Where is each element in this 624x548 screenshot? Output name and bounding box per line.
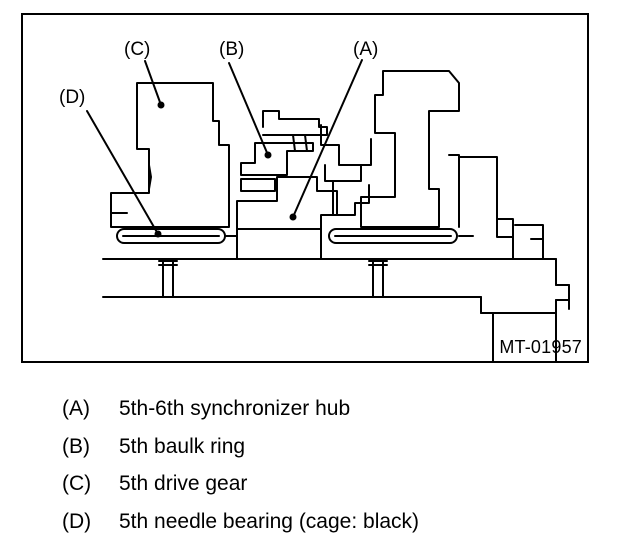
legend-item-c: (C) 5th drive gear [62,465,602,503]
legend-key: (A) [62,397,90,420]
callout-a-label: (A) [353,39,378,60]
legend-description: 5th needle bearing (cage: black) [119,509,420,533]
left-needle-bearing [116,228,238,244]
mainshaft [102,258,570,361]
legend-key: (B) [62,434,90,458]
legend-key: (D) [62,509,92,533]
leader-lines [86,59,363,235]
legend-key: (C) [62,472,92,495]
synchronizer-hub [236,176,338,260]
transmission-cross-section-drawing: (A) (B) (C) (D) [59,39,570,361]
callout-dots [154,101,297,238]
callout-b-label: (B) [219,39,244,60]
baulk-ring [240,110,328,192]
legend-item-b: (B) 5th baulk ring [62,428,602,466]
figure-code: MT-01957 [499,337,582,357]
callout-d-label: (D) [59,87,85,108]
legend-description: 5th baulk ring [119,434,246,458]
legend-description: 5th-6th synchronizer hub [119,397,351,420]
right-needle-bearing [328,228,474,244]
oil-holes [158,258,388,298]
callout-c-label: (C) [124,39,150,60]
legend-item-a: (A) 5th-6th synchronizer hub [62,390,602,428]
legend-item-d: (D) 5th needle bearing (cage: black) [62,503,602,541]
parts-legend: (A) 5th-6th synchronizer hub (B) 5th bau… [62,390,602,540]
right-gear [360,70,544,260]
legend-description: 5th drive gear [119,472,248,495]
fifth-drive-gear [110,82,230,228]
figure-frame: (A) (B) (C) (D) MT-01957 [21,13,589,363]
sleeve-splines [320,124,372,216]
